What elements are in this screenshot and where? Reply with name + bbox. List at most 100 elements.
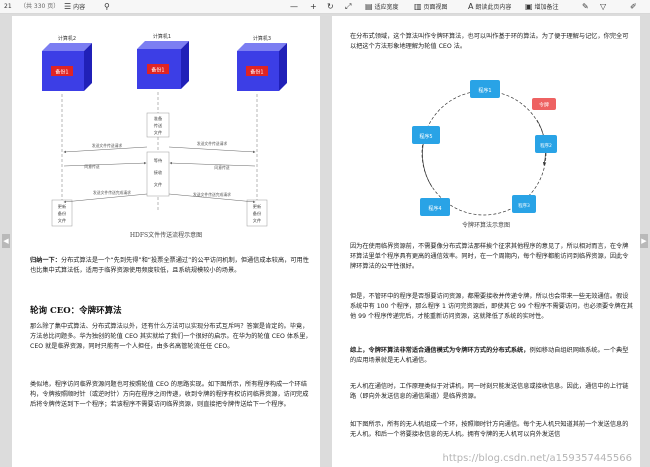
backup-box xyxy=(147,64,169,74)
box-label: 文件 xyxy=(154,181,162,188)
page-view-button[interactable]: ▥ 页面视图 xyxy=(414,0,448,14)
page-number: 21 xyxy=(4,3,12,10)
summary-text: 分布式算法是一个“先到先得”和“投票全票通过”的公平访问机制，但通信成本较高，可… xyxy=(30,257,309,275)
drone-paragraph: 无人机在通信时，工作原理类似于对讲机，同一时刻只能发送信息或接收信息。因此，通信… xyxy=(350,383,629,401)
next-page-button[interactable]: ▶ xyxy=(640,234,648,248)
fit-width-label: 适应宽度 xyxy=(374,4,399,11)
node-label: 程序5 xyxy=(419,133,432,140)
list-icon: ☰ xyxy=(64,2,72,11)
reader-toolbar: 21 （共 330 页） ☰ 内容 ⚲ — + ↻ ⤢ ▤ 适应宽度 ▥ 页面视… xyxy=(0,0,650,14)
csdn-watermark: https://blog.csdn.net/a159357445566 xyxy=(442,453,632,464)
wait-receive-box xyxy=(146,151,170,197)
plus-icon: + xyxy=(310,2,317,11)
add-note-label: 增加备注 xyxy=(534,4,559,11)
ring-paragraph: 类似地，程序访问临界资源问题也可按照轮值 CEO 的思路实现。如下图所示，所有程… xyxy=(30,381,309,409)
read-aloud-icon: A xyxy=(468,2,474,11)
draw-button[interactable]: ✎ xyxy=(582,0,589,14)
section-heading: 轮询 CEO：令牌环算法 xyxy=(30,306,122,316)
rotate-icon: ↻ xyxy=(327,2,334,11)
zoom-in-button[interactable]: + xyxy=(310,0,317,14)
pin-icon: ✐ xyxy=(630,2,637,11)
box-label: 接收 xyxy=(154,169,163,176)
computer3-cube: 备份1 xyxy=(237,43,287,91)
node-label: 程序4 xyxy=(428,205,441,212)
chevron-right-icon: ▶ xyxy=(641,237,647,245)
minus-icon: — xyxy=(290,2,298,11)
algorithm-intro-paragraph: 在分布式领域，这个算法叫作令牌环算法，也可以叫作基于环的算法。为了便于理解与记忆… xyxy=(350,33,629,51)
conclusion-text: 例如移动自组织网络系统。一个典型的应用场景就是无人机通信。 xyxy=(350,347,629,365)
diagram-caption: HDFS文件传送流程示意图 xyxy=(129,232,203,239)
box-label: 准备 xyxy=(154,115,163,122)
box-label: 更新 xyxy=(58,203,66,210)
page-count: （共 330 页） xyxy=(20,3,60,10)
box-label: 备份 xyxy=(58,210,67,217)
fit-width-icon: ▤ xyxy=(365,2,373,11)
expand-icon: ⤢ xyxy=(345,2,352,11)
intro-paragraph: 那么除了集中式算法、分布式算法以外，还有什么方法可以实现分布式互斥吗？答案是肯定… xyxy=(30,323,312,351)
left-page: 备份1 备份1 备份1 计算机2 计算机1 计算机3 准备 传送 文件 xyxy=(12,16,320,467)
highlight-button[interactable]: ▽ xyxy=(600,0,606,14)
box-label: 更新 xyxy=(253,203,261,210)
conclusion-lead: 综上，令牌环算法非常适合通信模式为令牌环方式的分布式系统， xyxy=(350,347,530,354)
backup-box xyxy=(246,66,268,76)
update-backup-box-right xyxy=(246,199,268,227)
ring-caption: 令牌环算法示意图 xyxy=(461,222,510,229)
arrow-label: 发送文件传送请求 xyxy=(92,143,123,148)
highlighter-icon: ▽ xyxy=(600,2,607,11)
read-aloud-button[interactable]: A 朗读此页内容 xyxy=(468,0,511,14)
pin-button[interactable]: ✐ xyxy=(630,0,637,14)
node-label: 程序2 xyxy=(540,142,552,149)
token-ring-diagram: 程序1 程序2 程序3 程序4 程序5 令牌 xyxy=(412,80,557,216)
node-label: 程序3 xyxy=(518,202,530,209)
backup-box xyxy=(51,66,73,76)
arrow-label: 发送文件传送完成请求 xyxy=(93,190,131,195)
zoom-out-button[interactable]: — xyxy=(290,0,298,14)
conclusion-paragraph: 综上，令牌环算法非常适合通信模式为令牌环方式的分布式系统，例如移动自组织网络系统… xyxy=(350,346,634,366)
previous-page-button[interactable]: ◀ xyxy=(2,234,10,248)
token-label: 令牌 xyxy=(539,102,549,109)
drawback-paragraph: 但是，不管环中的程序是否想要访问资源，都需要接收并传递令牌，所以也会带来一些无效… xyxy=(350,293,633,321)
hdfs-flow-diagram: 备份1 备份1 备份1 计算机2 计算机1 计算机3 准备 传送 文件 xyxy=(42,33,287,227)
chevron-left-icon: ◀ xyxy=(3,237,9,245)
program-node-1: 程序1 xyxy=(470,80,500,98)
fullscreen-button[interactable]: ⤢ xyxy=(345,0,351,14)
summary-paragraph: 归纳一下：分布式算法是一个“先到先得”和“投票全票通过”的公平访问机制，但通信成… xyxy=(30,256,314,276)
computer3-title: 计算机3 xyxy=(253,35,271,42)
contents-button[interactable]: ☰ 内容 xyxy=(64,0,85,14)
update-backup-box-left xyxy=(51,199,73,227)
page-view-icon: ▥ xyxy=(414,2,422,11)
box-label: 文件 xyxy=(253,217,261,224)
node-label: 程序1 xyxy=(478,87,491,94)
add-note-button[interactable]: ▣ 增加备注 xyxy=(525,0,559,14)
prepare-file-box xyxy=(146,112,170,138)
contents-label: 内容 xyxy=(73,4,86,11)
drone-ring-paragraph: 如下图所示，所有的无人机组成一个环，按照顺时针方向通信。每个无人机只知道其前一个… xyxy=(350,421,629,439)
backup-label: 备份1 xyxy=(55,69,68,76)
page-number-box[interactable]: 21 xyxy=(4,0,12,14)
arrow-label: 发送文件传送完成请求 xyxy=(193,192,231,197)
backup-label: 备份1 xyxy=(250,69,263,76)
efficiency-paragraph: 因为在使用临界资源前，不需要像分布式算法那样挨个征求其他程序的意见了，所以相对而… xyxy=(350,243,629,271)
search-button[interactable]: ⚲ xyxy=(104,0,110,14)
page-view-label: 页面视图 xyxy=(423,4,448,11)
note-icon: ▣ xyxy=(525,2,533,11)
box-label: 传送 xyxy=(154,122,163,129)
rotate-button[interactable]: ↻ xyxy=(327,0,334,14)
program-node-2: 程序2 xyxy=(535,135,557,153)
arrow-label: 同意传送 xyxy=(84,164,99,169)
computer1-title: 计算机1 xyxy=(153,33,171,40)
backup-label: 备份1 xyxy=(151,67,164,74)
pen-icon: ✎ xyxy=(582,2,589,11)
box-label: 文件 xyxy=(154,129,162,136)
box-label: 备份 xyxy=(253,210,262,217)
program-node-4: 程序4 xyxy=(420,198,450,216)
box-label: 等待 xyxy=(154,157,163,164)
computer2-title: 计算机2 xyxy=(58,35,76,42)
box-label: 文件 xyxy=(58,217,66,224)
fit-width-button[interactable]: ▤ 适应宽度 xyxy=(365,0,399,14)
computer1-cube: 备份1 xyxy=(137,41,189,89)
program-node-5: 程序5 xyxy=(412,126,440,144)
search-icon: ⚲ xyxy=(104,2,110,11)
computer2-cube: 备份1 xyxy=(42,43,92,91)
summary-lead: 归纳一下： xyxy=(30,257,61,264)
